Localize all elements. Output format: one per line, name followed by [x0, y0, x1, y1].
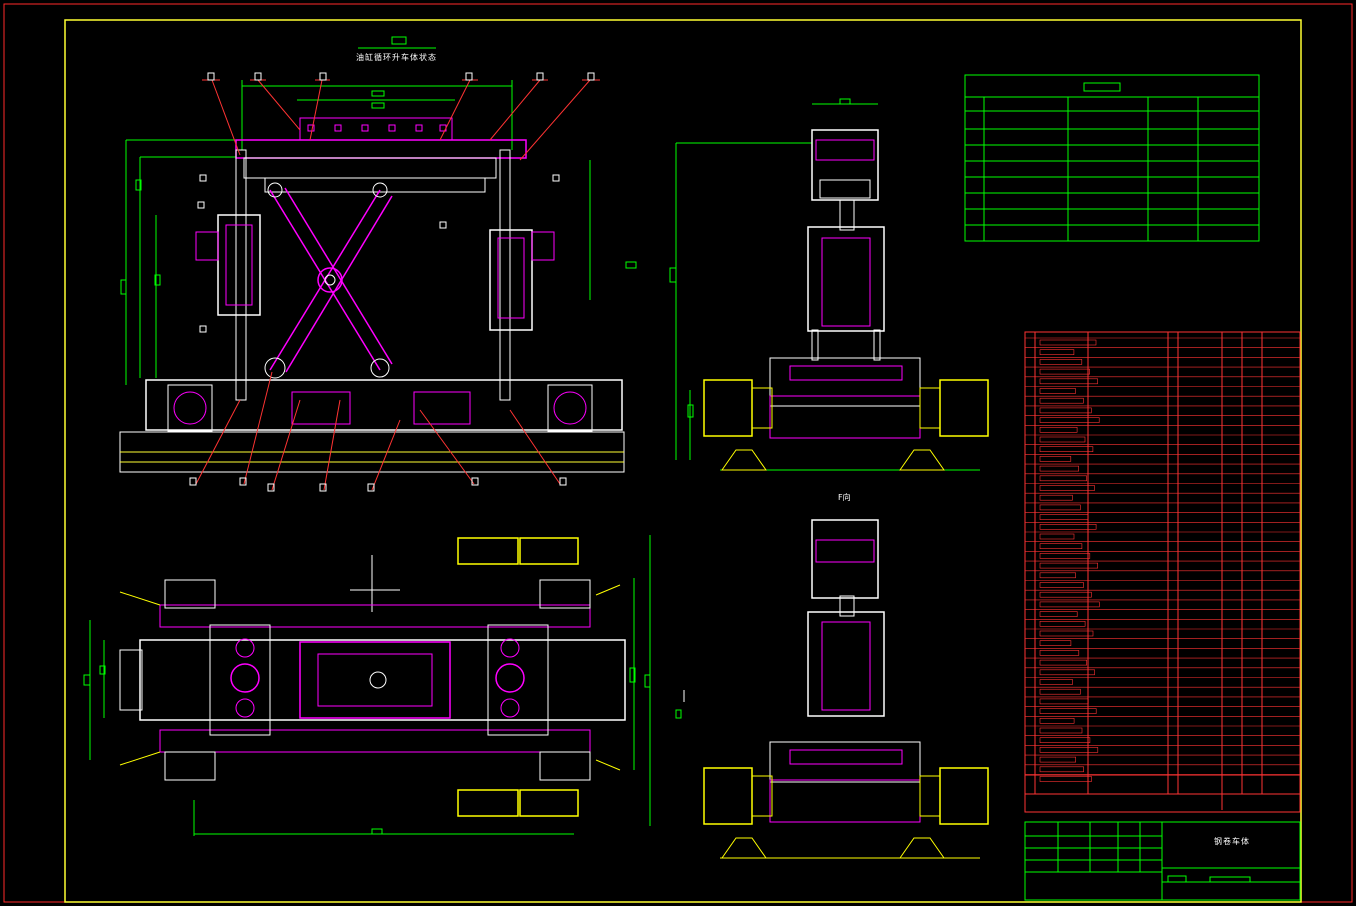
parts-row-name-cell	[1039, 640, 1072, 647]
technical-parameter-table	[964, 74, 1260, 242]
scissor-arms	[269, 187, 393, 373]
parts-row-name-cell	[1039, 562, 1099, 569]
view-tag-box	[391, 36, 407, 45]
lift-base-frame	[145, 379, 623, 431]
parts-row-name-cell	[1039, 359, 1083, 365]
parts-row-name-cell	[1039, 572, 1076, 579]
front-leader-lines-bottom	[195, 371, 561, 491]
scissor-center-pin	[317, 267, 343, 293]
parts-row-name-cell	[1039, 688, 1081, 695]
parts-row-name-cell	[1039, 397, 1084, 404]
front-view-caption: 油缸循环升车体状态	[356, 53, 437, 62]
parts-row-name-cell	[1039, 611, 1078, 617]
parts-row-name-cell	[1039, 514, 1089, 520]
parts-row-name-cell	[1039, 737, 1091, 744]
parts-row-name-cell	[1039, 669, 1095, 676]
parts-row-name-cell	[1039, 747, 1099, 753]
parts-row-name-cell	[1039, 494, 1073, 501]
parts-row-name-cell	[1039, 591, 1092, 598]
front-wheel-left	[167, 384, 213, 432]
front-dimension-lines	[120, 80, 637, 385]
parts-row-name-cell	[1039, 368, 1091, 375]
parts-row-name-cell	[1039, 523, 1097, 530]
plan-drive-motors	[457, 537, 579, 817]
title-block	[1024, 821, 1301, 901]
left-guide-post	[235, 149, 247, 401]
front-elevation-view	[119, 36, 637, 492]
parts-row-name-cell	[1039, 766, 1084, 773]
parts-row-name-cell	[1039, 698, 1089, 705]
parts-row-name-cell	[1039, 679, 1073, 685]
parts-row-name-cell	[1039, 436, 1086, 443]
parts-row-name-cell	[1039, 727, 1083, 734]
parts-row-name-cell	[1039, 378, 1098, 385]
parts-row-name-cell	[1039, 446, 1094, 453]
parts-row-name-cell	[1039, 475, 1087, 482]
outer-sheet-border	[3, 3, 1353, 903]
side-elevation-view	[669, 98, 989, 471]
f-view-caption: F向	[838, 493, 851, 502]
parts-row-name-cell	[1039, 601, 1100, 608]
parts-row-name-cell	[1039, 717, 1075, 724]
parts-row-name-cell	[1039, 582, 1084, 588]
left-hydraulic-cylinder	[217, 214, 261, 316]
title-block-drawing-name: 钢卷车体	[1214, 837, 1250, 846]
parts-row-name-cell	[1039, 756, 1077, 763]
f-direction-view	[675, 519, 989, 859]
front-wheel-right	[547, 384, 593, 432]
lift-top-platform	[235, 139, 527, 159]
parts-row-name-cell	[1039, 620, 1086, 627]
parts-list-table	[1024, 331, 1301, 813]
parts-row-name-cell	[1039, 485, 1095, 491]
parts-row-name-cell	[1039, 504, 1081, 511]
parts-row-name-cell	[1039, 349, 1075, 356]
plan-view	[83, 535, 651, 836]
parts-row-name-cell	[1039, 553, 1091, 559]
side-drive-left	[703, 379, 753, 437]
plan-main-frame	[139, 639, 626, 721]
parts-row-name-cell	[1039, 465, 1080, 472]
plan-center-table	[299, 641, 451, 719]
parts-row-name-cell	[1039, 543, 1083, 550]
parts-row-name-cell	[1039, 417, 1100, 423]
parts-row-name-cell	[1039, 456, 1072, 462]
parts-row-name-cell	[1039, 708, 1097, 714]
side-base-beam	[769, 357, 921, 407]
side-drive-right	[939, 379, 989, 437]
parts-row-name-cell	[1039, 776, 1092, 782]
front-leader-lines-top	[202, 79, 600, 161]
parts-row-name-cell	[1039, 630, 1094, 637]
parts-row-name-cell	[1039, 533, 1075, 540]
parts-row-name-cell	[1039, 388, 1076, 394]
parts-row-name-cell	[1039, 659, 1088, 666]
inner-drawing-frame	[64, 19, 1302, 903]
parts-row-name-cell	[1039, 339, 1097, 346]
right-guide-post	[499, 149, 511, 401]
parts-row-name-cell	[1039, 650, 1080, 656]
parts-row-name-cell	[1039, 407, 1092, 414]
parts-row-name-cell	[1039, 426, 1078, 433]
right-hydraulic-cylinder	[489, 229, 533, 331]
parts-list-rows	[1025, 337, 1300, 782]
